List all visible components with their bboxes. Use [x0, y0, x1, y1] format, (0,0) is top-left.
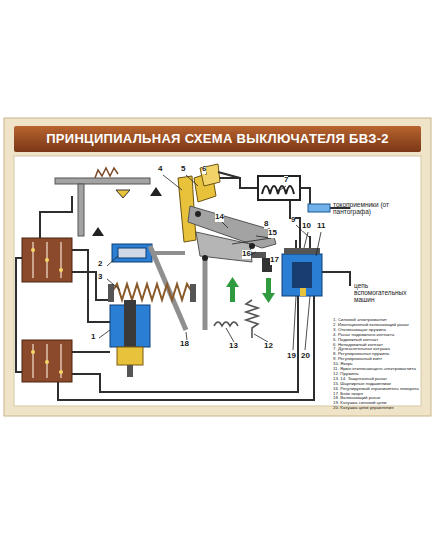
callout-number: 12: [264, 342, 273, 351]
callout-number: 11: [317, 222, 325, 231]
diagram-panel: [14, 156, 421, 406]
callout-number: 15: [268, 229, 277, 238]
callout-number: 3: [98, 273, 102, 282]
callout-number: 14: [215, 213, 224, 222]
power-electromagnet: [110, 300, 150, 377]
spring: [246, 300, 258, 338]
latch-lever: [55, 168, 162, 236]
callout-number: 1: [91, 333, 95, 342]
legend-line: 20. Катушка цепи управления: [333, 406, 394, 411]
callout-number: 18: [180, 340, 189, 349]
circuit-label: токоприемники (от пантографа): [333, 201, 393, 215]
poster-frame: [4, 118, 431, 416]
callout-number: 20: [301, 352, 310, 361]
tripping-spring: [112, 284, 192, 300]
motion-arrow: [226, 277, 275, 303]
spring-stop: [108, 284, 114, 302]
callout-number: 5: [181, 165, 185, 174]
holding-electromagnet: [282, 236, 322, 296]
latch-lever-main: [188, 206, 276, 330]
circuit-label: цепь вспомогательных машин: [354, 282, 416, 303]
callout-number: 2: [98, 260, 102, 269]
callout-number: 8: [264, 220, 268, 229]
arc-coil: [258, 176, 300, 200]
callout-number: 17: [270, 256, 279, 265]
spring: [214, 322, 238, 326]
leader-lines: [99, 172, 321, 350]
callout-number: 10: [302, 222, 311, 231]
callout-number: 7: [284, 176, 288, 185]
spring-stop: [190, 284, 196, 302]
callout-number: 6: [202, 165, 206, 174]
poster-title: ПРИНЦИПИАЛЬНАЯ СХЕМА ВЫКЛЮЧАТЕЛЯ БВЗ-2: [0, 132, 435, 146]
callout-number: 4: [158, 165, 162, 174]
contactor-block: [22, 238, 72, 282]
callout-number: 16: [242, 250, 251, 259]
callout-number: 19: [287, 352, 296, 361]
resistor: [308, 204, 330, 212]
callout-number: 13: [229, 342, 238, 351]
contactor-block: [22, 340, 72, 382]
callout-number: 9: [291, 216, 295, 225]
